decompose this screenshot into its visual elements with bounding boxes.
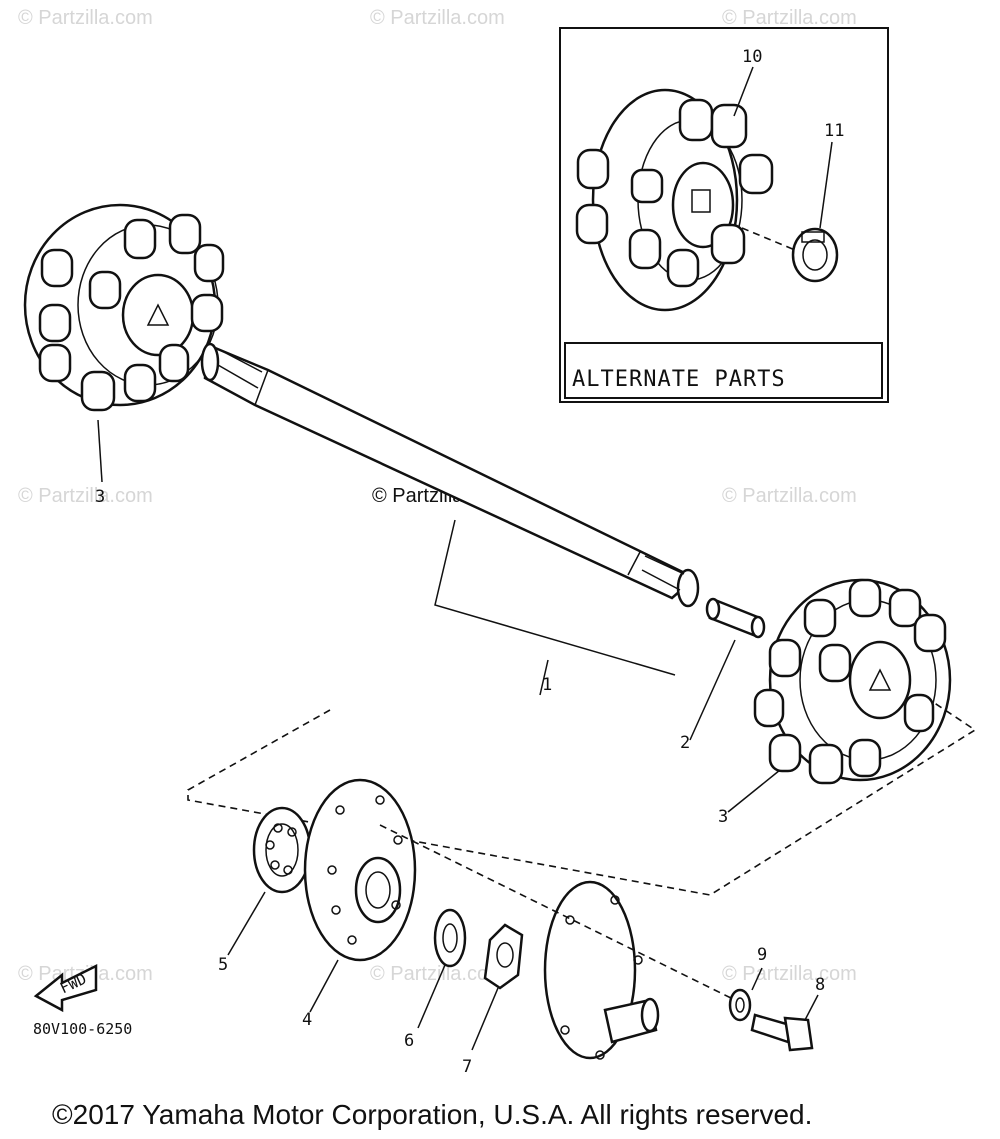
watermark: © Partzilla.com bbox=[722, 485, 857, 507]
left-sprocket bbox=[23, 203, 225, 412]
bearing bbox=[252, 806, 312, 894]
copyright-text: ©2017 Yamaha Motor Corporation, U.S.A. A… bbox=[52, 1099, 812, 1130]
alternate-sprocket bbox=[575, 88, 774, 312]
lock-washer bbox=[728, 988, 752, 1022]
washer bbox=[433, 908, 467, 968]
drive-shaft bbox=[200, 342, 700, 608]
callout-8: 8 bbox=[815, 975, 825, 995]
callout-3-right: 3 bbox=[718, 807, 728, 827]
watermark: © Partzilla.com bbox=[722, 963, 857, 985]
callout-2: 2 bbox=[680, 733, 690, 753]
callout-9: 9 bbox=[757, 945, 767, 965]
callout-11: 11 bbox=[824, 121, 844, 141]
alternate-parts-label: ALTERNATE PARTS bbox=[572, 367, 786, 392]
forward-arrow: FWD bbox=[33, 963, 98, 1013]
callout-6: 6 bbox=[404, 1031, 414, 1051]
alternate-parts-box: ALTERNATE PARTS bbox=[559, 27, 889, 403]
right-sprocket bbox=[753, 578, 952, 785]
callout-7: 7 bbox=[462, 1057, 472, 1077]
watermark: © Partzilla.com bbox=[722, 7, 857, 29]
watermark: © Partzilla.com bbox=[18, 485, 153, 507]
callout-10: 10 bbox=[742, 47, 762, 67]
bearing-housing bbox=[303, 778, 417, 962]
watermark: © Partzilla.com bbox=[370, 963, 505, 985]
shaft-pin bbox=[705, 597, 766, 639]
diagram-code: 80V100-6250 bbox=[33, 1020, 132, 1038]
watermark: © Partzilla.com bbox=[18, 7, 153, 29]
alternate-clip bbox=[741, 227, 839, 283]
callout-4: 4 bbox=[302, 1010, 312, 1030]
bolt bbox=[750, 1013, 814, 1052]
callout-5: 5 bbox=[218, 955, 228, 975]
hub-flange bbox=[543, 880, 660, 1060]
nut bbox=[483, 923, 524, 990]
callout-3-left: 3 bbox=[95, 487, 105, 507]
watermark: © Partzilla.com bbox=[370, 7, 505, 29]
callout-1: 1 bbox=[542, 675, 552, 695]
